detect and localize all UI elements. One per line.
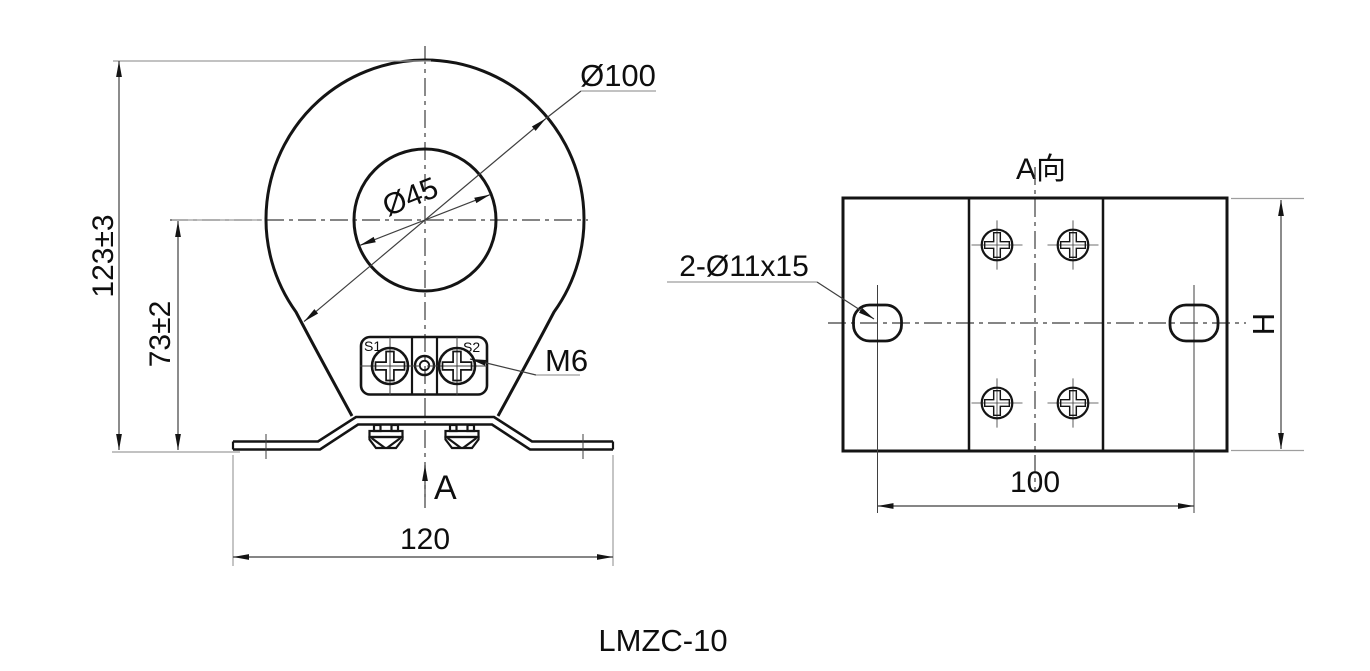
dim-slot-spacing-label: 100	[1010, 466, 1060, 499]
bracket-bolt-left	[368, 423, 404, 450]
plate-screw-bottom-right-icon	[1046, 377, 1100, 429]
dim-base-width-label: 120	[400, 523, 450, 556]
base-plate-outline	[841, 196, 1229, 453]
plate-screw-top-left-icon	[970, 219, 1024, 271]
view-direction-arrow: A	[422, 465, 457, 507]
drawing-title: LMZC-10	[598, 623, 727, 658]
dim-outer-diameter: Ø100	[303, 58, 656, 323]
bracket-bolt-right	[444, 423, 480, 450]
mounting-slot-label: 2-Ø11x15	[679, 250, 809, 283]
terminal-s2-label: S2	[463, 339, 480, 355]
mounting-slot-left	[852, 303, 903, 343]
terminal-screw-size-label: M6	[545, 343, 588, 378]
terminal-s1-label: S1	[364, 338, 381, 354]
dim-base-width: 120	[232, 455, 614, 566]
dim-center-height-label: 73±2	[144, 301, 177, 368]
front-view: S1 S2	[87, 46, 656, 566]
mounting-slot-right	[1168, 303, 1220, 343]
mounting-slot-callout: 2-Ø11x15	[667, 250, 875, 320]
plate-screw-top-right-icon	[1046, 219, 1100, 271]
dim-inner-diameter-label: Ø45	[378, 171, 443, 223]
dim-plate-height: H	[1231, 197, 1304, 452]
dim-center-height: 73±2	[144, 219, 262, 450]
dim-total-height-label: 123±3	[87, 214, 120, 297]
view-direction-label: A	[434, 469, 457, 507]
plate-screw-bottom-left-icon	[970, 377, 1024, 429]
top-view-title: A向	[1016, 153, 1066, 186]
dim-slot-spacing: 100	[877, 466, 1194, 509]
dim-outer-diameter-label: Ø100	[580, 58, 656, 93]
dim-total-height: 123±3	[87, 60, 431, 453]
terminal-box: S1 S2	[358, 335, 489, 397]
dim-plate-height-label: H	[1246, 313, 1281, 335]
top-view-a-direction: A向 2-Ø11x15 H	[667, 153, 1304, 513]
terminal-screw-size-callout: M6	[469, 343, 588, 378]
transformer-body-outline	[264, 58, 586, 417]
mounting-bracket	[231, 415, 615, 459]
